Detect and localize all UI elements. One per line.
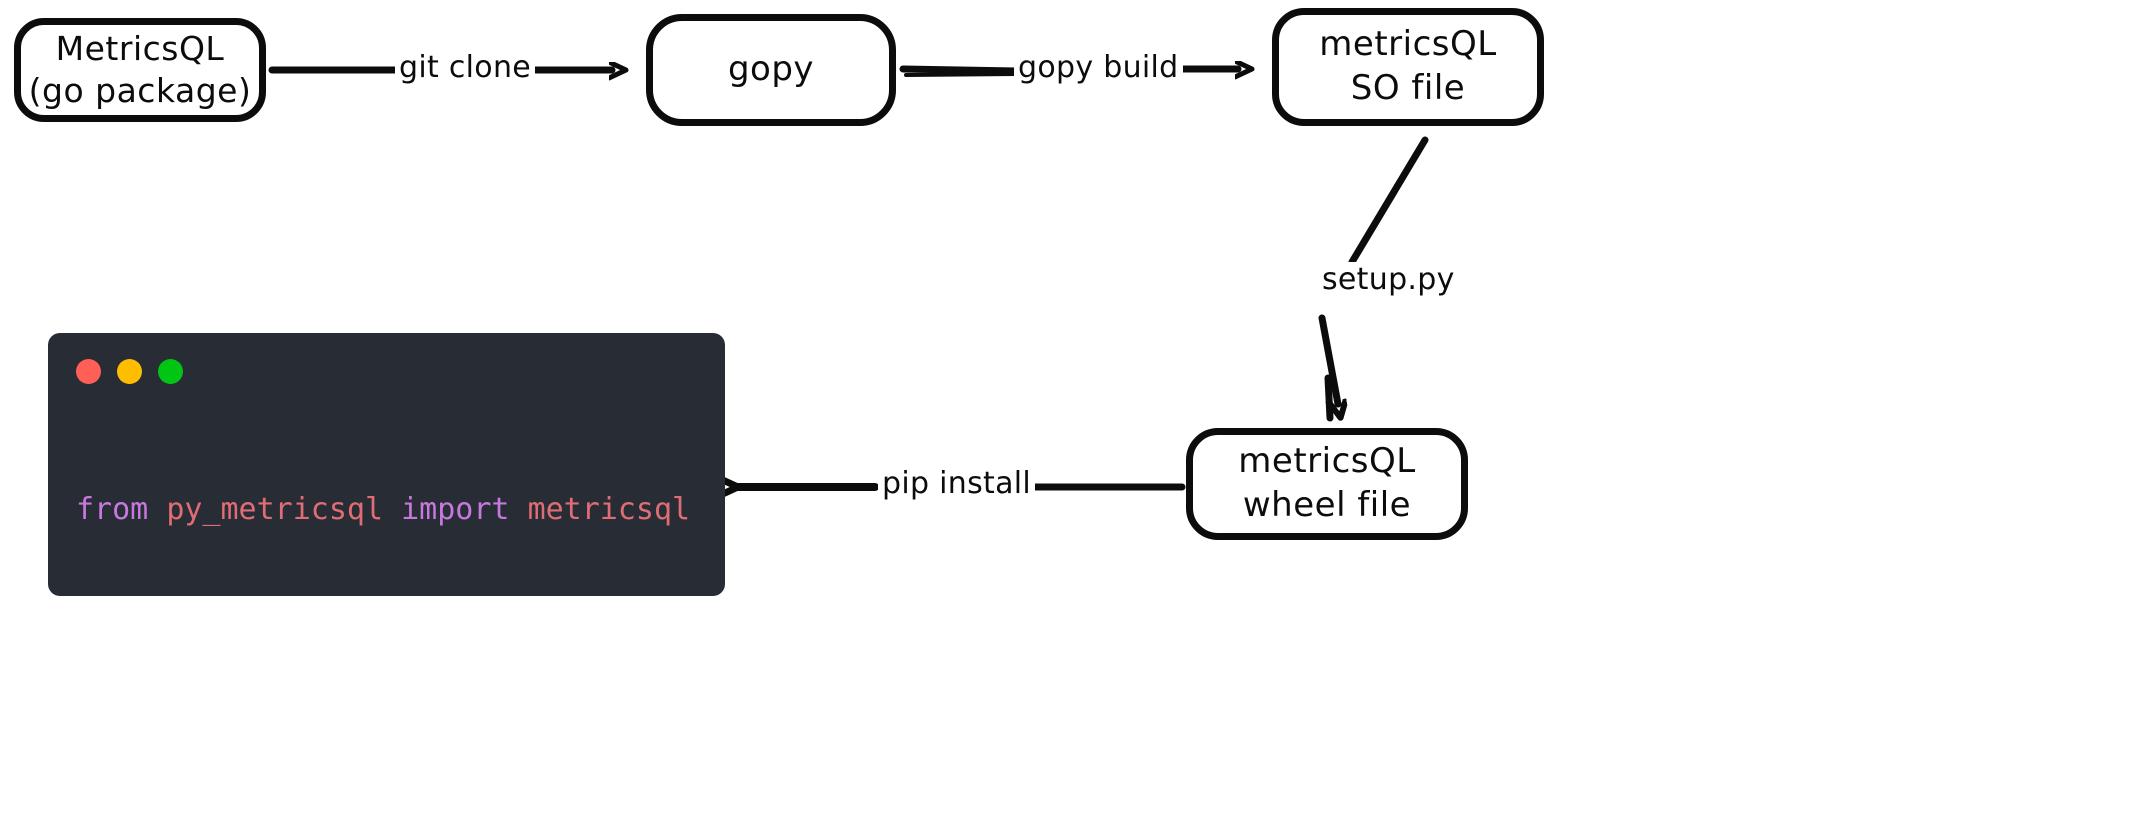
node-label: gopy <box>727 49 815 90</box>
token-imported-name: metricsql <box>527 492 691 528</box>
maximize-icon[interactable] <box>158 358 183 384</box>
node-label: metricsQL SO file <box>1319 24 1497 108</box>
node-label: MetricsQL (go package) <box>28 28 252 110</box>
node-metricsql-so-file[interactable]: metricsQL SO file <box>1272 8 1544 126</box>
close-icon[interactable] <box>76 358 101 384</box>
node-label: metricsQL wheel file <box>1238 441 1416 525</box>
edge-label-setup-py: setup.py <box>1318 262 1459 297</box>
edge-label-git-clone: git clone <box>395 50 536 85</box>
edge-label-gopy-build: gopy build <box>1014 50 1183 85</box>
code-terminal-panel: from py_metricsql import metricsql query… <box>48 333 725 596</box>
token-from-keyword: from <box>76 492 149 528</box>
token-import-keyword: import <box>401 492 510 528</box>
node-metricsql-go-package[interactable]: MetricsQL (go package) <box>14 18 266 122</box>
edge-label-pip-install: pip install <box>878 466 1036 501</box>
node-metricsql-wheel-file[interactable]: metricsQL wheel file <box>1186 428 1468 540</box>
token-module-name: py_metricsql <box>166 492 384 528</box>
terminal-window-controls <box>48 358 725 384</box>
minimize-icon[interactable] <box>117 358 142 384</box>
code-line-import: from py_metricsql import metricsql <box>76 492 725 529</box>
code-block: from py_metricsql import metricsql query… <box>48 419 725 596</box>
node-gopy[interactable]: gopy <box>646 14 896 126</box>
